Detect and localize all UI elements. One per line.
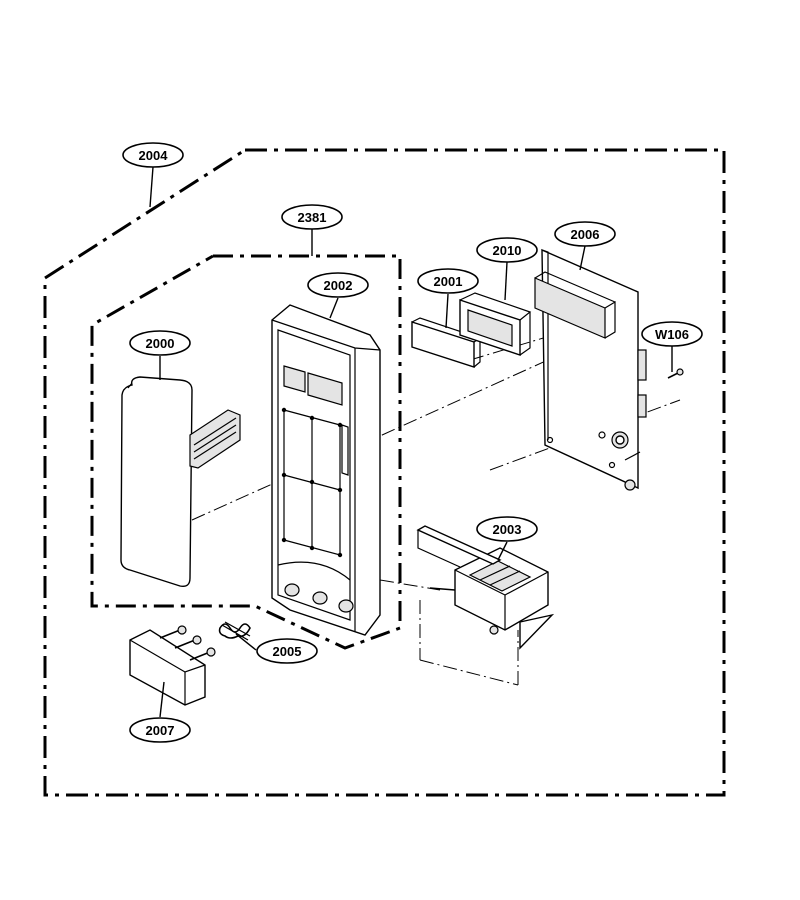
callout-2004: 2004 <box>122 142 184 168</box>
callout-2007: 2007 <box>129 717 191 743</box>
push-button-2007 <box>129 625 216 706</box>
label-W106: W106 <box>655 327 689 342</box>
label-2000: 2000 <box>146 336 175 351</box>
display-frame-2010 <box>459 292 532 356</box>
spring-2005 <box>218 621 251 641</box>
pcb-board-2006 <box>534 248 647 491</box>
label-2010: 2010 <box>493 243 522 258</box>
label-2006: 2006 <box>571 227 600 242</box>
callout-2000: 2000 <box>129 330 191 356</box>
callout-2010: 2010 <box>476 237 538 263</box>
callout-2381: 2381 <box>281 204 343 230</box>
callout-2001: 2001 <box>417 268 479 294</box>
screw-W106 <box>667 368 684 379</box>
label-2005: 2005 <box>273 644 302 659</box>
latch-bracket-2003 <box>416 525 555 650</box>
callout-2003: 2003 <box>476 516 538 542</box>
callouts: 2004 2381 2002 2000 2001 2010 2006 W106 <box>122 142 703 743</box>
membrane-panel-2000 <box>120 376 241 588</box>
callout-W106: W106 <box>641 321 703 347</box>
label-2002: 2002 <box>324 278 353 293</box>
callout-2002: 2002 <box>307 272 369 298</box>
callout-2005: 2005 <box>256 638 318 664</box>
leader-lines <box>149 166 673 718</box>
label-2004: 2004 <box>139 148 169 163</box>
label-2381: 2381 <box>298 210 327 225</box>
label-2007: 2007 <box>146 723 175 738</box>
assembly-boundary-2381 <box>90 254 402 650</box>
label-2003: 2003 <box>493 522 522 537</box>
control-panel-2002 <box>271 304 381 636</box>
callout-2006: 2006 <box>554 221 616 247</box>
label-2001: 2001 <box>434 274 463 289</box>
